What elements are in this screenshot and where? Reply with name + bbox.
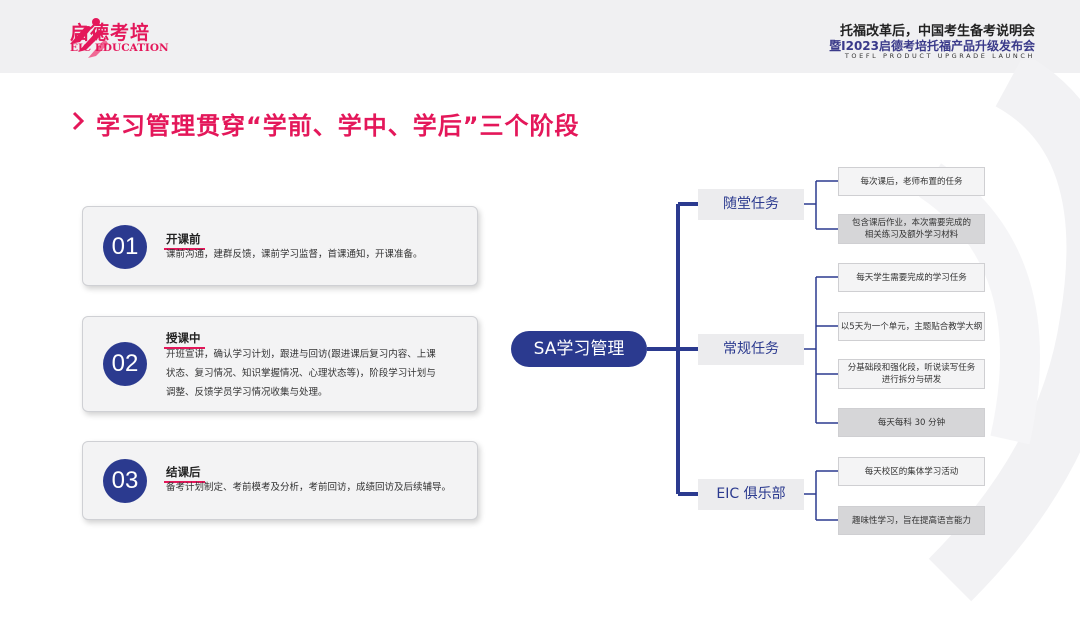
event-title: 托福改革后，中国考生备考说明会 bbox=[839, 24, 1035, 39]
leaf-item: 每次课后，老师布置的任务 bbox=[838, 167, 985, 196]
leaf-item: 分基础段和强化段，听说读写任务进行拆分与研发 bbox=[838, 359, 985, 389]
stage-number-badge: 03 bbox=[103, 459, 147, 503]
mindmap-center-node: SA学习管理 bbox=[511, 331, 647, 367]
stage-title: 授课中 bbox=[164, 331, 204, 349]
stage-number-badge: 02 bbox=[103, 342, 147, 386]
chevron-right-icon bbox=[72, 111, 84, 131]
stage-card-before: 01 开课前 课前沟通，建群反馈，课前学习监督，首课通知，开课准备。 bbox=[82, 206, 478, 286]
eic-logo-icon bbox=[70, 18, 108, 58]
leaf-item: 趣味性学习，旨在提高语言能力 bbox=[838, 506, 985, 535]
leaf-item: 以5天为一个单元，主题贴合教学大纲 bbox=[838, 312, 985, 341]
header-bar bbox=[0, 0, 1080, 73]
leaf-item: 包含课后作业，本次需要完成的相关练习及额外学习材料 bbox=[838, 214, 985, 244]
category-regular-tasks: 常规任务 bbox=[698, 334, 804, 365]
stage-description: 课前沟通，建群反馈，课前学习监督，首课通知，开课准备。 bbox=[166, 249, 423, 260]
event-subtitle: 暨I2023启德考培托福产品升级发布会 bbox=[829, 39, 1035, 53]
stage-number-badge: 01 bbox=[103, 225, 147, 269]
leaf-item: 每天校区的集体学习活动 bbox=[838, 457, 985, 486]
leaf-item: 每天每科 30 分钟 bbox=[838, 408, 985, 437]
leaf-item: 每天学生需要完成的学习任务 bbox=[838, 263, 985, 292]
stage-card-after: 03 结课后 备考计划制定、考前模考及分析，考前回访，成绩回访及后续辅导。 bbox=[82, 441, 478, 520]
event-english-subtitle: TOEFL PRODUCT UPGRADE LAUNCH bbox=[844, 52, 1035, 60]
page-title: 学习管理贯穿“学前、学中、学后”三个阶段 bbox=[96, 112, 580, 140]
stage-description: 开班宣讲，确认学习计划，跟进与回访(跟进课后复习内容、上课状态、复习情况、知识掌… bbox=[166, 349, 436, 398]
stage-description: 备考计划制定、考前模考及分析，考前回访，成绩回访及后续辅导。 bbox=[166, 482, 452, 493]
stage-title: 结课后 bbox=[164, 465, 204, 483]
category-eic-club: EIC 俱乐部 bbox=[698, 479, 804, 510]
stage-title: 开课前 bbox=[164, 232, 204, 250]
logo-english-name: EIC EDUCATION bbox=[70, 42, 169, 54]
logo-chinese-name: 启德考培 bbox=[70, 22, 151, 44]
stage-card-during: 02 授课中 开班宣讲，确认学习计划，跟进与回访(跟进课后复习内容、上课状态、复… bbox=[82, 316, 478, 412]
background-decoration bbox=[918, 60, 1080, 602]
category-in-class-tasks: 随堂任务 bbox=[698, 189, 804, 220]
